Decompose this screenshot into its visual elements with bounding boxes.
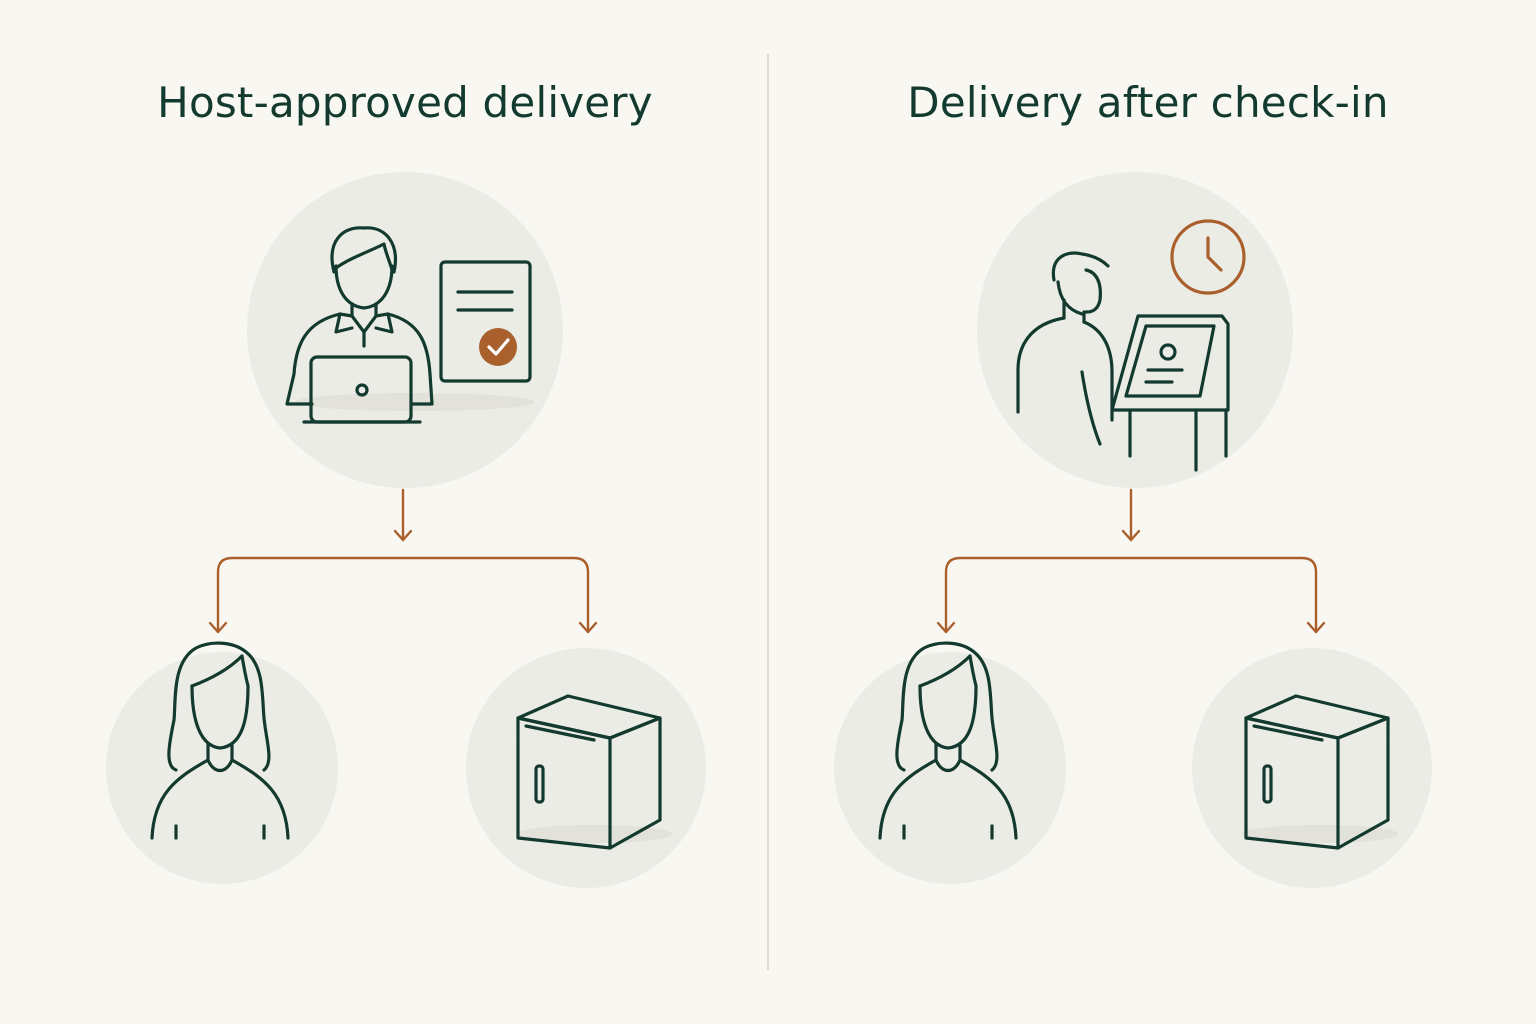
host-at-laptop-icon (285, 226, 434, 424)
recipient-outcome-right (834, 641, 1066, 884)
locker-circle-right (1192, 648, 1432, 888)
panel-title-after-check-in: Delivery after check-in (907, 78, 1389, 127)
recipient-outcome-left (106, 641, 338, 884)
recipient-circle-right (834, 652, 1066, 884)
check-in-kiosk-icon (1110, 314, 1230, 472)
check-in-branch-arrows (936, 488, 1326, 634)
checkmark-badge-icon (479, 328, 517, 366)
panel-divider (767, 54, 769, 970)
panel-title-host-approved: Host-approved delivery (157, 78, 653, 127)
host-scene-circle (247, 172, 563, 488)
locker-outcome-left (466, 648, 706, 888)
locker-circle-left (466, 648, 706, 888)
visitor-icon (1016, 251, 1114, 446)
host-branch-arrows (208, 488, 598, 634)
clock-icon (1170, 219, 1246, 295)
check-in-scene (977, 172, 1293, 488)
approval-document-icon (439, 260, 532, 383)
recipient-circle-left (106, 652, 338, 884)
locker-outcome-right (1192, 648, 1432, 888)
host-approval-scene (247, 172, 563, 488)
